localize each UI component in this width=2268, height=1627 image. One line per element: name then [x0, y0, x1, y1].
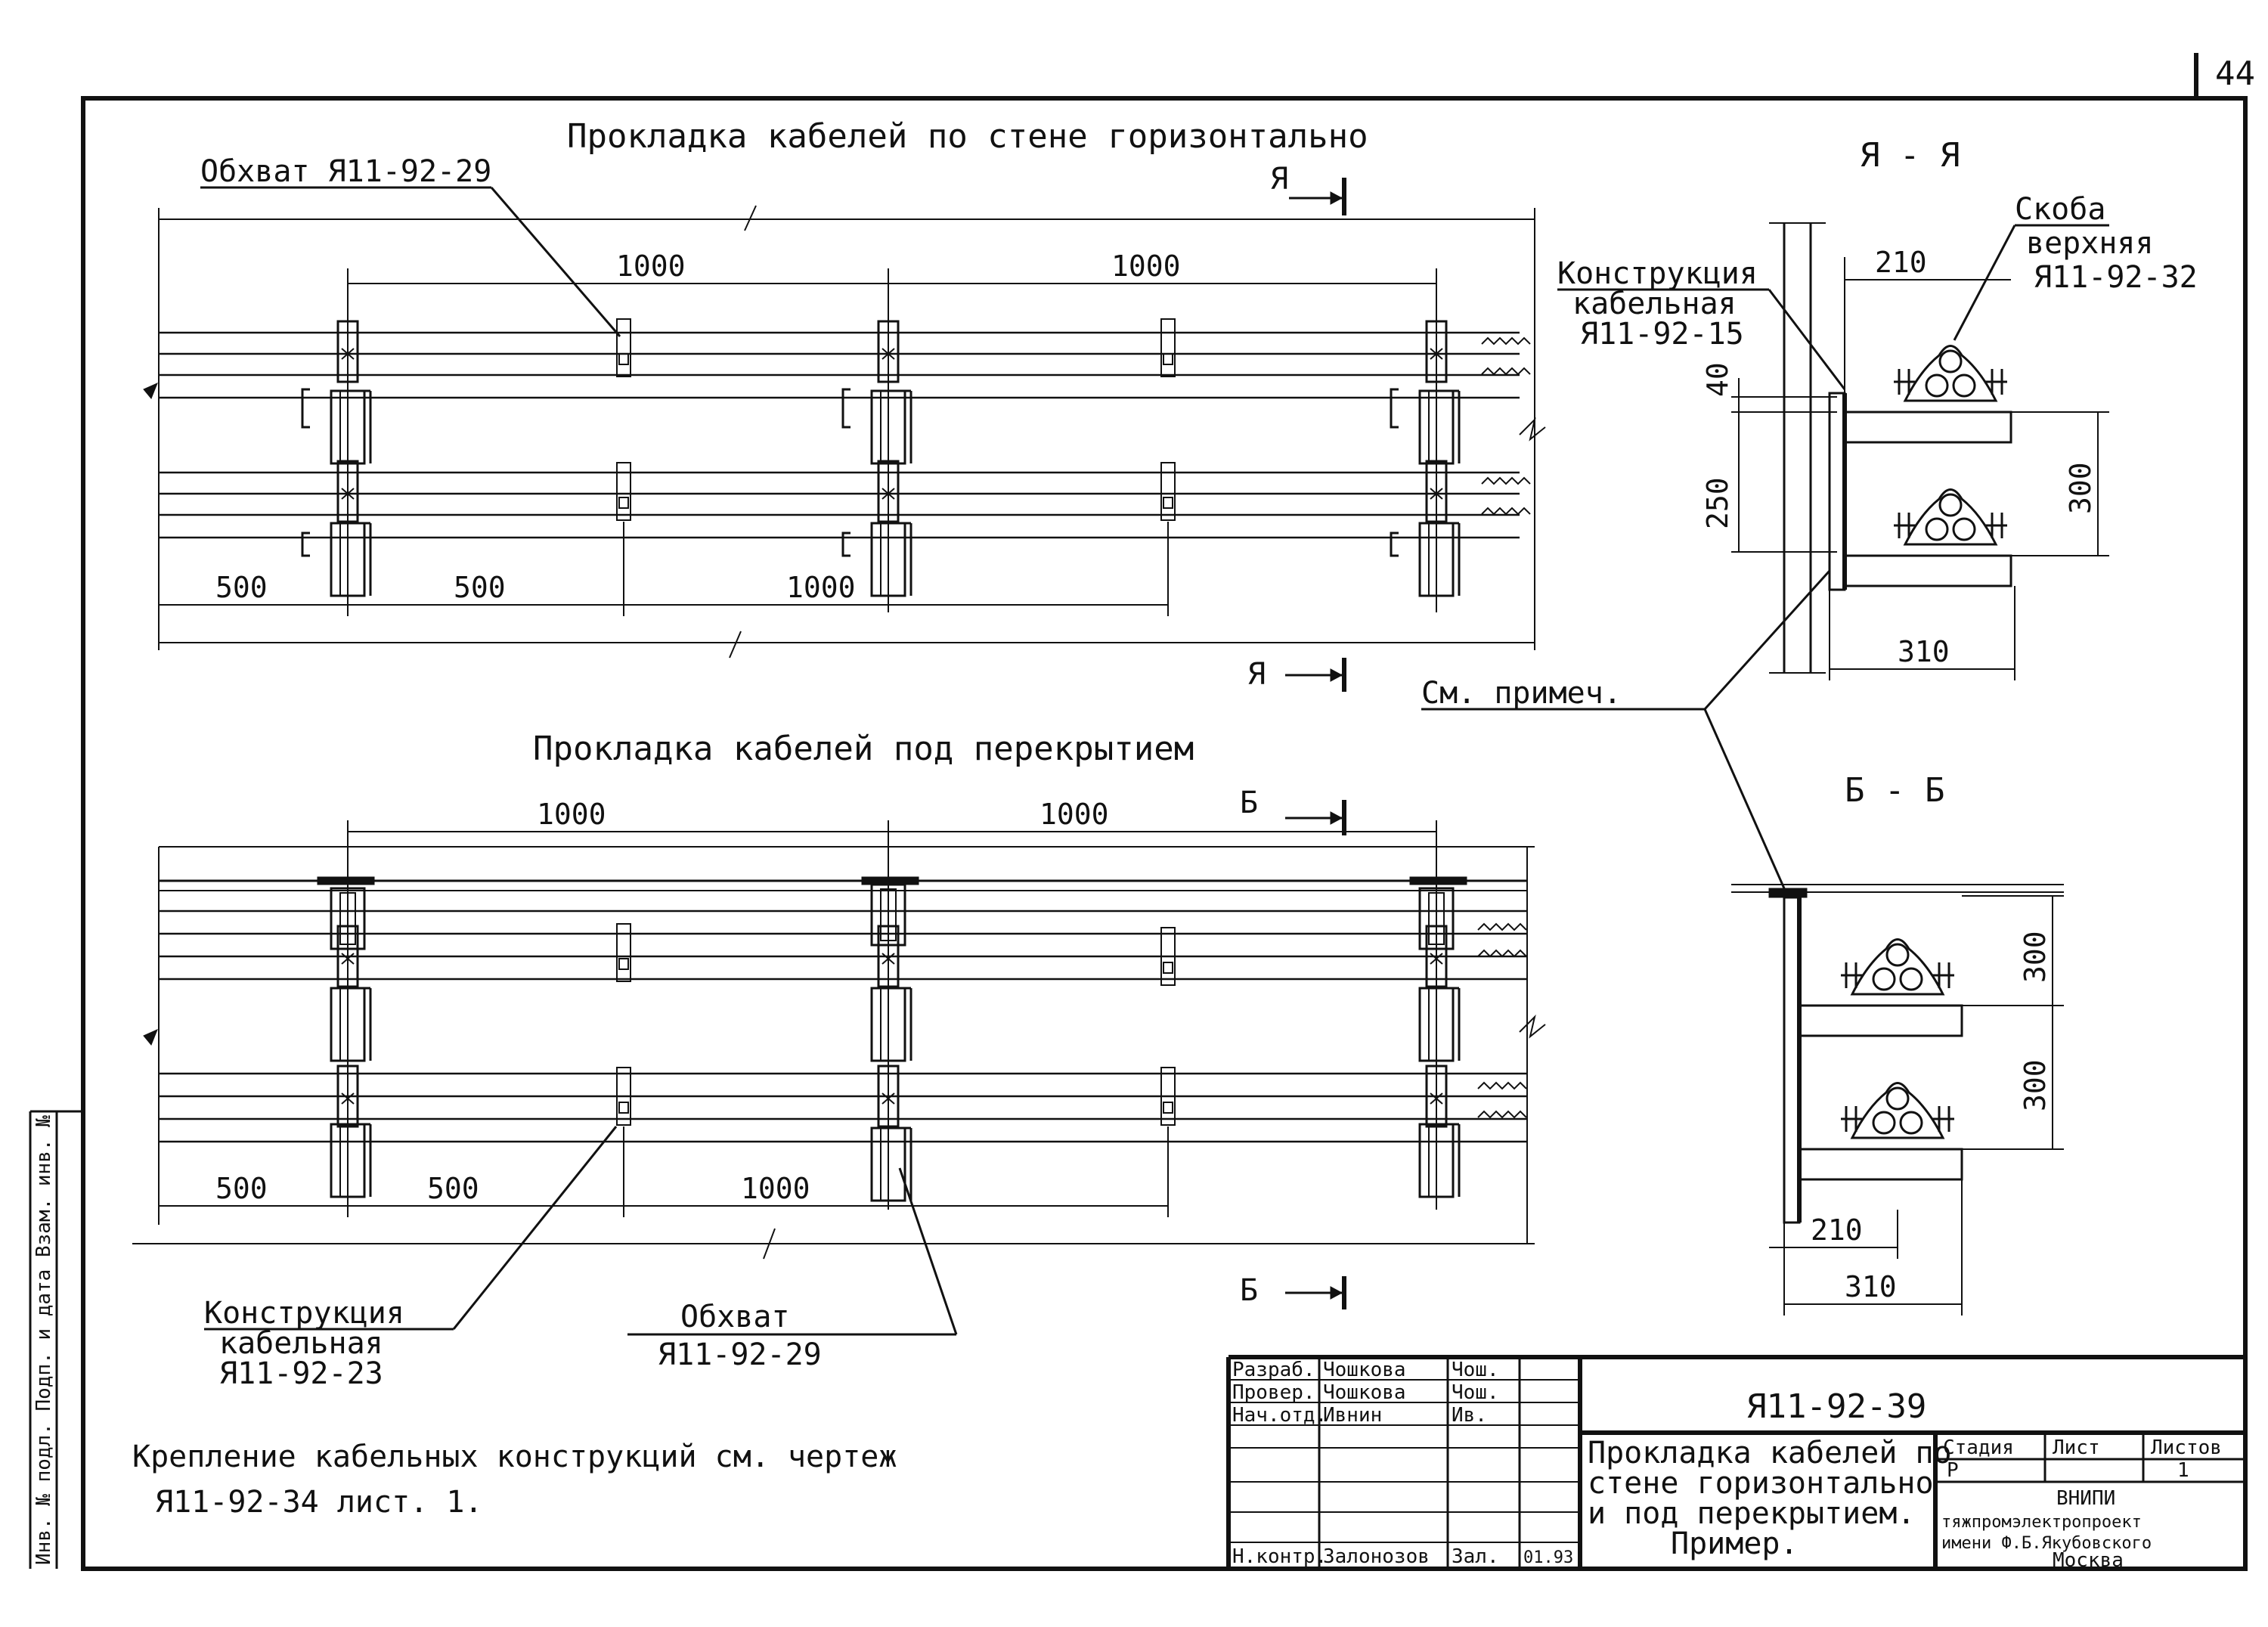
aa-bracket-line-1: Скоба — [2015, 192, 2105, 227]
tb-sheets: 1 — [2177, 1459, 2189, 1482]
tb-designation: Я11-92-39 — [1746, 1387, 1926, 1426]
side-stamp: Инв. № подл. Подп. и дата Взам. инв. № — [29, 1110, 83, 1569]
wall-dim-top-1: 1000 — [616, 249, 686, 283]
tb-stage: Р — [1947, 1459, 1959, 1482]
tb-head-sheets: Листов — [2151, 1436, 2222, 1459]
ceiling-clamp-line-2: Я11-92-29 — [658, 1337, 822, 1372]
aa-dim-bottom: 310 — [1898, 635, 1950, 668]
aa-dim-gap: 40 — [1701, 362, 1734, 397]
bb-dim-top: 210 — [1811, 1213, 1863, 1247]
aa-bracket-line-3: Я11-92-32 — [2034, 260, 2198, 295]
sheet-frame — [81, 96, 2248, 1571]
section-bb-title: Б - Б — [1845, 771, 1944, 810]
aa-dim-height: 300 — [2064, 462, 2097, 514]
tb-title-3: и под перекрытием. — [1588, 1496, 1915, 1531]
name-3: Ивнин — [1323, 1404, 1382, 1427]
ceiling-cables — [159, 910, 1527, 1143]
ceiling-cut-bottom-label: Б — [1240, 1273, 1258, 1308]
wall-dim-bottom-3: 1000 — [786, 571, 856, 604]
sheet-number: 44 — [2215, 54, 2255, 93]
section-aa-title: Я - Я — [1860, 136, 1960, 175]
section-aa: Я - Я Конструкция кабельная Я11-92-15 Ск… — [1557, 136, 2198, 680]
ceiling-dim-bottom-2: 500 — [427, 1172, 479, 1205]
wall-cables — [143, 331, 1546, 539]
ceiling-dim-top-1: 1000 — [537, 798, 606, 831]
side-stamp-text: Инв. № подл. Подп. и дата Взам. инв. № — [33, 1115, 55, 1565]
role-4: Н.контр. — [1232, 1545, 1327, 1568]
ceiling-structure-line-2: кабельная — [219, 1326, 383, 1361]
tb-title-2: стене горизонтально — [1588, 1466, 1934, 1501]
wall-view-title: Прокладка кабелей по стене горизонтально — [567, 117, 1368, 156]
ceiling-dim-bottom-1: 500 — [215, 1172, 268, 1205]
wall-cut-top-label: Я — [1270, 162, 1288, 197]
wall-view: Прокладка кабелей по стене горизонтально — [143, 117, 1546, 692]
aa-structure-line-1: Конструкция — [1557, 256, 1758, 291]
role-2: Провер. — [1232, 1381, 1315, 1404]
bb-dim-upper: 300 — [2019, 931, 2052, 983]
name-4: Залонозов — [1323, 1545, 1430, 1568]
ceiling-view-title: Прокладка кабелей под перекрытием — [533, 730, 1194, 768]
aa-bracket-line-2: верхняя — [2026, 226, 2154, 261]
tb-head-stage: Стадия — [1943, 1436, 2014, 1459]
sign-1: Чош. — [1452, 1359, 1499, 1381]
role-1: Разраб. — [1232, 1359, 1315, 1381]
ceiling-clamp-line-1: Обхват — [680, 1300, 790, 1334]
tb-title-1: Прокладка кабелей по — [1588, 1436, 1952, 1470]
tb-org-4: Москва — [2053, 1549, 2124, 1572]
tb-org-3: имени Ф.Б.Якубовского — [1941, 1534, 2152, 1553]
role-3: Нач.отд. — [1232, 1404, 1327, 1427]
note-line-1: Крепление кабельных конструкций см. черт… — [132, 1440, 897, 1474]
wall-cut-bottom-label: Я — [1247, 657, 1266, 692]
note-line-2: Я11-92-34 лист. 1. — [155, 1485, 482, 1520]
ceiling-structure-line-3: Я11-92-23 — [219, 1356, 383, 1391]
bb-dim-lower: 300 — [2019, 1059, 2052, 1111]
sign-4: Зал. — [1452, 1545, 1499, 1568]
ceiling-view: Прокладка кабелей под перекрытием — [132, 730, 1546, 1391]
ceiling-cut-top-label: Б — [1240, 786, 1258, 820]
wall-dim-top-2: 1000 — [1111, 249, 1181, 283]
name-1: Чошкова — [1323, 1359, 1406, 1381]
aa-structure-line-3: Я11-92-15 — [1580, 317, 1744, 352]
ceiling-dim-top-2: 1000 — [1040, 798, 1109, 831]
wall-clamp-callout: Обхват Я11-92-29 — [200, 154, 491, 189]
aa-dim-pitch: 250 — [1701, 477, 1734, 529]
aa-dim-top: 210 — [1875, 246, 1927, 279]
bb-dim-bottom: 310 — [1845, 1270, 1897, 1303]
ceiling-structure-line-1: Конструкция — [204, 1296, 404, 1331]
ceiling-dim-bottom-3: 1000 — [741, 1172, 810, 1205]
sign-2: Чош. — [1452, 1381, 1499, 1404]
wall-dim-bottom-2: 500 — [454, 571, 506, 604]
wall-dim-bottom-1: 500 — [215, 571, 268, 604]
tb-org-2: тяжпромэлектропроект — [1941, 1513, 2142, 1532]
sign-3: Ив. — [1452, 1404, 1487, 1427]
aa-structure-line-2: кабельная — [1572, 287, 1737, 321]
name-2: Чошкова — [1323, 1381, 1406, 1404]
tb-org-1: ВНИПИ — [2056, 1487, 2115, 1510]
tb-title-4: Пример. — [1671, 1526, 1799, 1561]
title-block: Разраб. Чошкова Чош. Провер. Чошкова Чош… — [1226, 1355, 2245, 1572]
note-ref: См. примеч. — [1421, 676, 1622, 711]
date-4: 01.93 — [1523, 1548, 1573, 1567]
tb-head-sheet: Лист — [2053, 1436, 2100, 1459]
section-bb: Б - Б 300 300 210 310 — [1731, 771, 2064, 1316]
